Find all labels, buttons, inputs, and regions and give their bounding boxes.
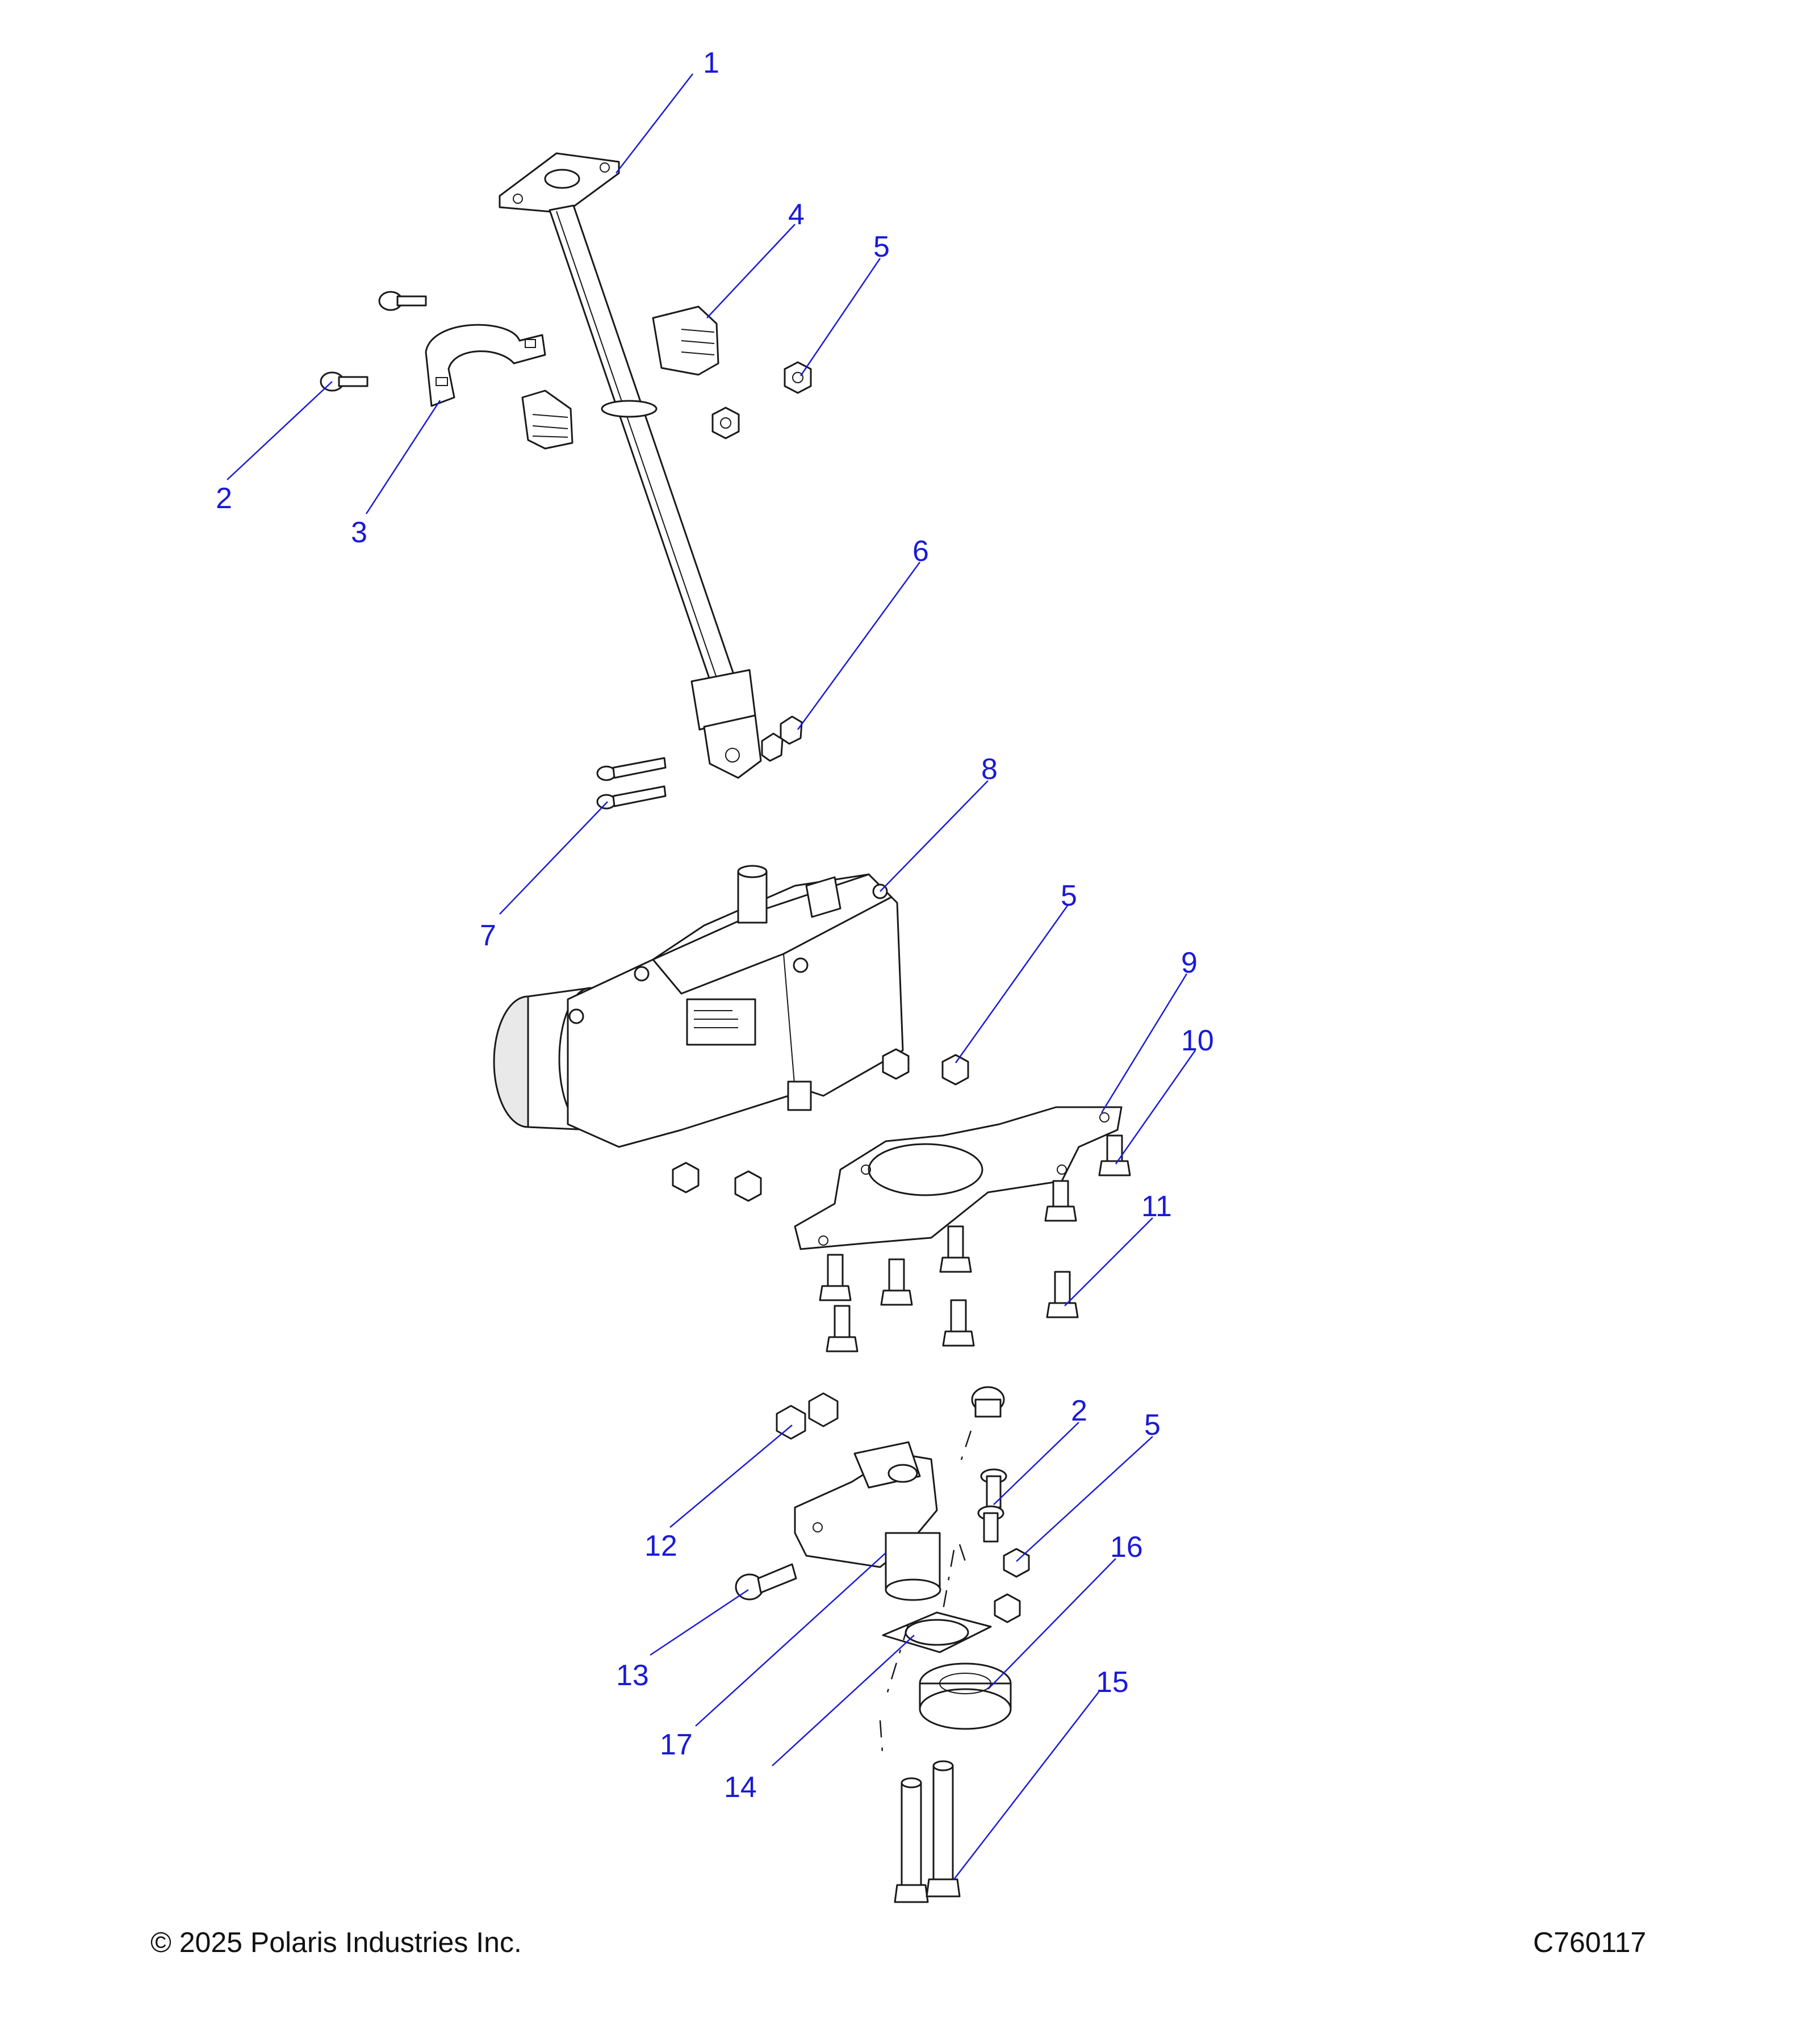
long-bolts bbox=[894, 1760, 961, 1903]
callout-4: 4 bbox=[788, 198, 805, 231]
plug-cap bbox=[971, 1386, 1005, 1418]
callout-10: 10 bbox=[1181, 1024, 1214, 1057]
rubber-bushing-upper bbox=[652, 305, 719, 376]
callout-9: 9 bbox=[1181, 946, 1198, 979]
callout-5-gearbox: 5 bbox=[1061, 879, 1077, 912]
leader-lines bbox=[227, 73, 1196, 1880]
callout-labels: 1 2 3 4 5 6 7 8 5 9 10 11 2 5 16 12 13 1… bbox=[216, 47, 1214, 1804]
callout-11: 11 bbox=[1141, 1190, 1172, 1223]
callout-15: 15 bbox=[1096, 1666, 1129, 1699]
callout-13: 13 bbox=[616, 1659, 649, 1692]
rubber-bushing-lower bbox=[521, 389, 573, 450]
callout-17: 17 bbox=[660, 1728, 693, 1761]
bearing-ring bbox=[919, 1662, 1012, 1730]
ujoint-nuts bbox=[761, 715, 803, 762]
clamp-bracket bbox=[425, 324, 546, 407]
steering-shaft bbox=[499, 152, 762, 779]
callout-2-lower: 2 bbox=[1071, 1394, 1087, 1427]
clamp-bolts bbox=[320, 291, 427, 392]
callout-7: 7 bbox=[480, 919, 496, 952]
lower-flange-nuts bbox=[776, 1392, 839, 1440]
gearbox-nuts bbox=[672, 1048, 969, 1202]
copyright-notice: © 2025 Polaris Industries Inc. bbox=[150, 1926, 522, 1958]
callout-6: 6 bbox=[912, 535, 929, 568]
seal-flange bbox=[882, 1611, 992, 1653]
callout-5-lower: 5 bbox=[1144, 1409, 1161, 1442]
lower-nuts bbox=[994, 1548, 1030, 1623]
callout-5-upper: 5 bbox=[873, 231, 890, 263]
callout-12: 12 bbox=[644, 1530, 677, 1563]
lower-yoke bbox=[794, 1441, 941, 1601]
callout-1: 1 bbox=[703, 47, 719, 79]
callout-14: 14 bbox=[724, 1771, 757, 1804]
callout-3: 3 bbox=[351, 516, 367, 549]
yoke-bolt bbox=[735, 1563, 797, 1601]
pinch-bolts bbox=[977, 1468, 1007, 1543]
ujoint-bolts bbox=[596, 757, 667, 810]
callout-16: 16 bbox=[1110, 1531, 1143, 1564]
callout-2-clamp-bolt: 2 bbox=[216, 482, 232, 515]
drawing-number: C760117 bbox=[1533, 1926, 1647, 1958]
callout-8: 8 bbox=[981, 753, 998, 786]
power-steering-gearbox bbox=[493, 865, 904, 1148]
flange-nuts-upper bbox=[711, 361, 812, 439]
mounting-plate bbox=[794, 1106, 1123, 1250]
